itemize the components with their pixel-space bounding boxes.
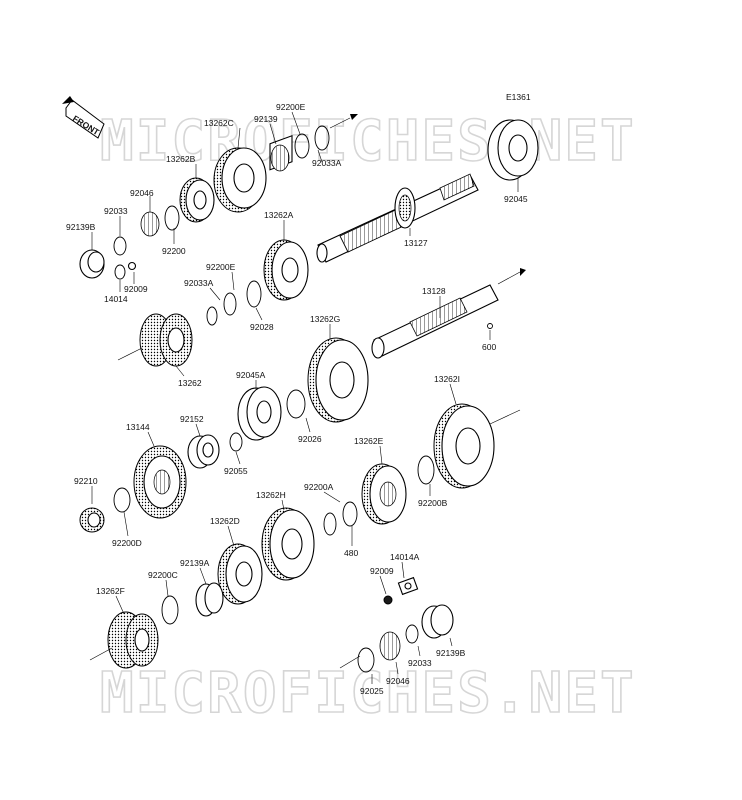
sprocket-13144 (133, 445, 187, 519)
bolt-92009-bottom (383, 595, 393, 605)
bush-92139B-bottom (421, 604, 454, 639)
washer-92200A (342, 501, 358, 527)
bush-92139B-top (79, 249, 105, 279)
gear-13262E (361, 463, 407, 525)
circlip-92033-bottom (405, 624, 419, 644)
label-92026: 92026 (298, 434, 322, 444)
front-arrow-icon: FRONT (62, 96, 105, 139)
output-shaft-13127 (316, 173, 479, 263)
label-13144: 13144 (126, 422, 150, 432)
needle-bearing-92046-top (140, 211, 160, 237)
label-92139A: 92139A (180, 558, 210, 568)
nut-92210 (79, 507, 105, 533)
leader-lines (91, 111, 519, 684)
label-600: 600 (482, 342, 496, 352)
washer-92200C (161, 595, 179, 625)
diagram-code: E1361 (506, 92, 531, 102)
label-92045: 92045 (504, 194, 528, 204)
gear-13262G (307, 337, 369, 423)
label-92139: 92139 (254, 114, 278, 124)
label-92055: 92055 (224, 466, 248, 476)
label-92152: 92152 (180, 414, 204, 424)
gear-13262D (217, 543, 263, 605)
washer-92026 (286, 389, 306, 419)
pin-600 (487, 323, 493, 329)
label-92033A-mid: 92033A (184, 278, 214, 288)
circlip-92033-top (113, 236, 127, 256)
watermark-top: MICROFICHES.NET (100, 109, 636, 174)
collar-92152 (187, 434, 220, 469)
label-92046-top: 92046 (130, 188, 154, 198)
ring-92028 (206, 306, 218, 326)
circlip-480 (323, 512, 337, 536)
label-92200C: 92200C (148, 570, 178, 580)
gear-13262C (213, 147, 267, 213)
label-13262I: 13262I (434, 374, 460, 384)
bearing-92045 (487, 119, 539, 181)
bush-92139A (195, 582, 224, 617)
label-92200A: 92200A (304, 482, 334, 492)
label-92033-top: 92033 (104, 206, 128, 216)
label-13262G: 13262G (310, 314, 340, 324)
label-92139B-bottom: 92139B (436, 648, 466, 658)
gear-13262B (179, 177, 215, 223)
label-13128: 13128 (422, 286, 446, 296)
label-13262C: 13262C (204, 118, 234, 128)
label-13262F: 13262F (96, 586, 125, 596)
gear-13262H (261, 507, 315, 581)
washer-92200 (164, 205, 180, 231)
label-92009-bottom: 92009 (370, 566, 394, 576)
label-92028: 92028 (250, 322, 274, 332)
washer-92200D (113, 487, 131, 513)
label-92033A-top: 92033A (312, 158, 342, 168)
circlip-92033A-mid (223, 292, 237, 316)
label-92200E-mid: 92200E (206, 262, 236, 272)
watermark-bottom: MICROFICHES.NET (100, 661, 636, 726)
label-13127: 13127 (404, 238, 428, 248)
circlip-92055 (229, 432, 243, 452)
label-480: 480 (344, 548, 358, 558)
label-14014: 14014 (104, 294, 128, 304)
label-13262A: 13262A (264, 210, 294, 220)
label-92200D: 92200D (112, 538, 142, 548)
bolt-92009-top (127, 261, 137, 271)
label-92200E-top: 92200E (276, 102, 306, 112)
label-92200B: 92200B (418, 498, 448, 508)
washer-14014A (397, 576, 419, 596)
label-92009-top: 92009 (124, 284, 148, 294)
label-13262E: 13262E (354, 436, 384, 446)
needle-bearing-92046-bottom (379, 631, 401, 661)
washer-92025 (357, 647, 375, 673)
circlip-92033A-top (314, 125, 330, 151)
countershaft-13128 (371, 284, 499, 359)
label-13262D: 13262D (210, 516, 240, 526)
label-92139B-top: 92139B (66, 222, 96, 232)
bearing-92045A (237, 386, 282, 441)
gear-13262F (107, 611, 159, 669)
label-92200: 92200 (162, 246, 186, 256)
label-92210: 92210 (74, 476, 98, 486)
washer-92200E-top (294, 133, 310, 159)
part-labels: 13262C 92200E 92139 92033A 13262B 92046 … (66, 102, 528, 696)
label-14014A: 14014A (390, 552, 420, 562)
gear-13262A (263, 239, 309, 301)
washer-14014 (114, 264, 126, 280)
needle-bearing-92139 (269, 134, 293, 172)
label-92045A: 92045A (236, 370, 266, 380)
label-92025: 92025 (360, 686, 384, 696)
label-13262B: 13262B (166, 154, 196, 164)
label-92033-bottom: 92033 (408, 658, 432, 668)
label-13262: 13262 (178, 378, 202, 388)
gear-13262I (433, 403, 495, 489)
label-92046-bottom: 92046 (386, 676, 410, 686)
washer-92200E-mid (246, 280, 262, 308)
gear-13262 (139, 313, 193, 367)
label-13262H: 13262H (256, 490, 286, 500)
washer-92200B (417, 455, 435, 485)
